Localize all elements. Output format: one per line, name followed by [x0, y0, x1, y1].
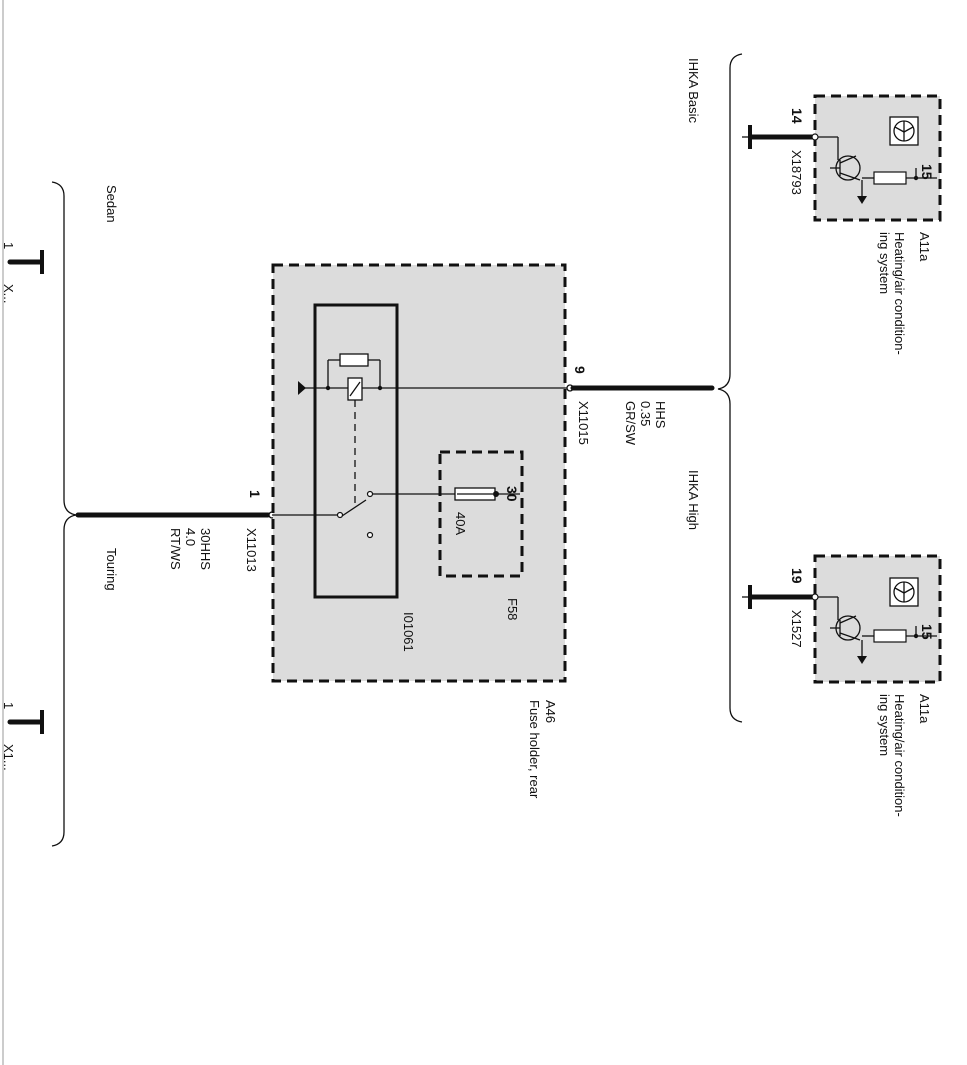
module-name-bottom: Heating/air condition-	[892, 694, 907, 817]
connector-pin-x1527: 19	[789, 568, 805, 584]
module-id-top: A11a	[917, 232, 932, 262]
module-pin-top: 15	[919, 164, 935, 180]
fuse-rating: 40A	[453, 512, 468, 535]
cut-pin-bottom: 1	[1, 702, 16, 709]
fuse-terminal: 30	[504, 486, 520, 502]
variant-label-sedan: Sedan	[104, 185, 119, 223]
fuse-holder-border	[271, 263, 567, 683]
wire-size-x11013: 4.0	[183, 528, 198, 546]
variant-brace-left	[51, 181, 77, 847]
wire-signal-x11013: 30HHS	[198, 528, 213, 570]
module-id-bottom: A11a	[917, 694, 932, 724]
cut-connector-top: 1 X...	[1, 242, 44, 304]
variant-label-touring: Touring	[104, 548, 119, 591]
module-a11a-bottom	[748, 554, 942, 684]
module-box-top	[813, 94, 942, 222]
cut-label-top: X...	[1, 284, 16, 304]
module-a11a-top	[748, 94, 942, 222]
connector-id-x11015: X11015	[576, 401, 591, 445]
relay-box	[313, 303, 399, 599]
fuse-f58-border	[438, 450, 524, 578]
connector-id-x11013: X11013	[244, 528, 259, 572]
relay-coil	[298, 353, 570, 505]
variant-label-ihka-high: IHKA High	[686, 470, 701, 530]
connector-pin-x11013: 1	[247, 490, 263, 498]
fuse-holder-name: Fuse holder, rear	[527, 700, 542, 799]
module-name2-bottom: ing system	[877, 694, 892, 756]
cut-label-bottom: X1...	[1, 744, 16, 771]
wire-color-x11013: RT/WS	[168, 528, 183, 570]
variant-label-ihka-basic: IHKA Basic	[686, 58, 701, 124]
cut-connector-bottom: 1 X1...	[1, 702, 44, 771]
module-box-bottom	[813, 554, 942, 684]
module-name2-top: ing system	[877, 232, 892, 294]
connector-pin-x18793: 14	[789, 108, 805, 124]
cut-pin-top: 1	[1, 242, 16, 249]
relay-id: I01061	[401, 612, 416, 652]
fuse-id: F58	[505, 598, 520, 620]
variant-brace-right	[717, 53, 743, 723]
fuse-holder-id: A46	[543, 700, 558, 723]
connector-id-x1527: X1527	[789, 610, 804, 648]
fuse-holder-fill	[273, 265, 565, 681]
wire-color-x11015: GR/SW	[623, 401, 638, 446]
wire-size-x11015: 0.35	[638, 401, 653, 426]
connector-id-x18793: X18793	[789, 150, 804, 195]
module-name-top: Heating/air condition-	[892, 232, 907, 355]
connector-pin-x11015: 9	[572, 366, 588, 374]
fuse-f58-symbol	[454, 487, 520, 501]
wire-signal-x11015: HHS	[653, 401, 668, 429]
module-pin-bottom: 15	[919, 624, 935, 640]
